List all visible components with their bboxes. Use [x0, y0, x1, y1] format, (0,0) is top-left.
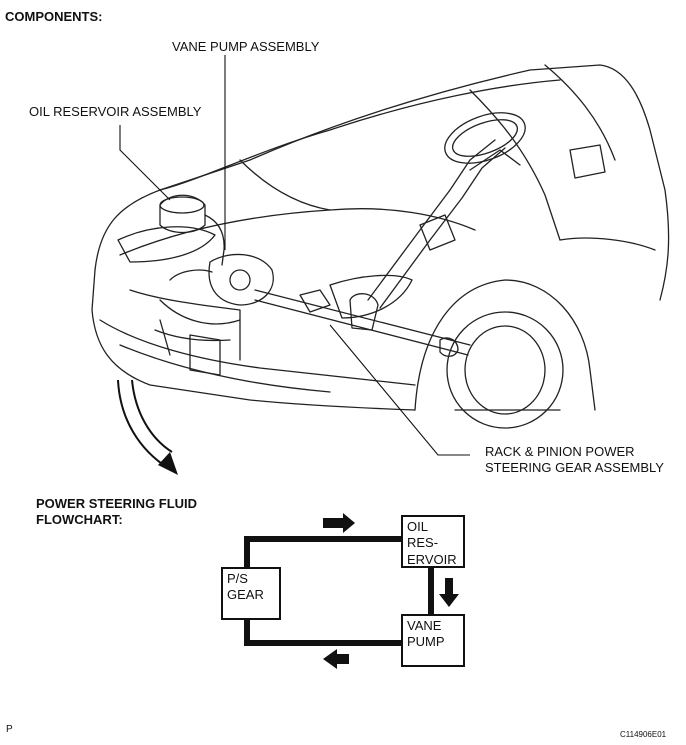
vane-pump-box-line2: PUMP: [407, 634, 445, 650]
flowchart-title-line2: FLOWCHART:: [36, 512, 123, 527]
oil-reservoir-box-line2: ERVOIR: [407, 551, 457, 567]
rack-pinion-label-line1: RACK & PINION POWER: [485, 444, 635, 459]
figure-code: C114906E01: [620, 730, 667, 739]
oil-reservoir-box-line1: OIL RES-: [407, 519, 439, 551]
components-heading: COMPONENTS:: [5, 9, 103, 24]
page-mark: P: [6, 724, 13, 735]
flowchart-title-line1: POWER STEERING FLUID: [36, 496, 198, 511]
vane-pump-label: VANE PUMP ASSEMBLY: [172, 39, 320, 54]
vane-pump-box: VANE PUMP: [401, 614, 465, 667]
vane-pump-box-line1: VANE: [407, 618, 442, 633]
ps-gear-box-line2: GEAR: [227, 587, 264, 603]
rack-pinion-label-line2: STEERING GEAR ASSEMBLY: [485, 460, 664, 475]
oil-reservoir-label: OIL RESERVOIR ASSEMBLY: [29, 104, 202, 119]
ps-gear-box: P/S GEAR: [221, 567, 281, 620]
oil-reservoir-box: OIL RES- ERVOIR: [401, 515, 465, 568]
ps-gear-box-line1: P/S: [227, 571, 248, 586]
